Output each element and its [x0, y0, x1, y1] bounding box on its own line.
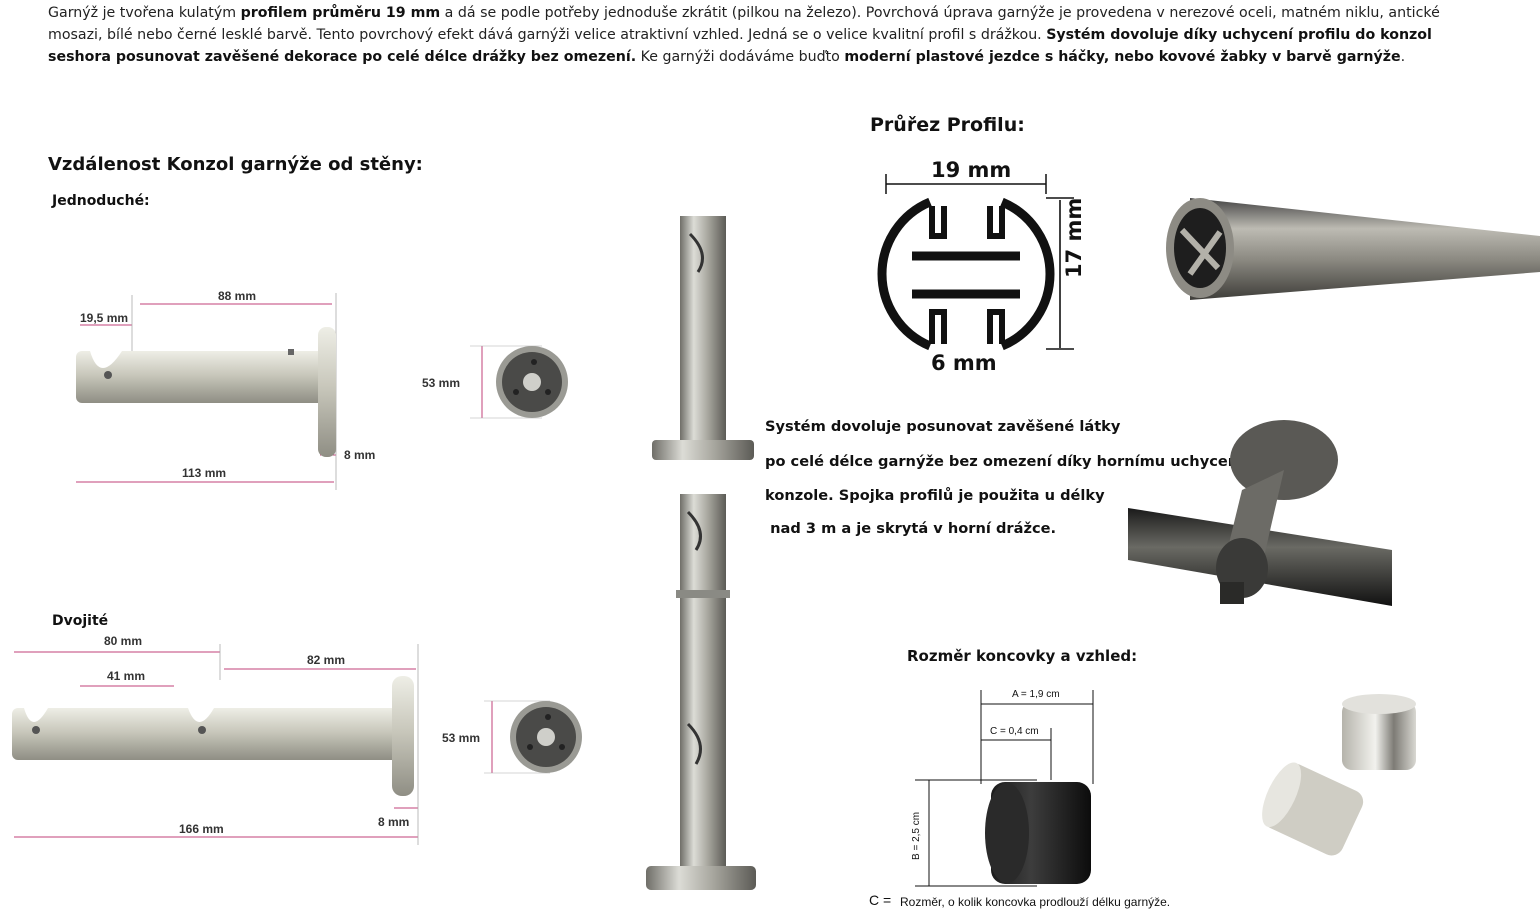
system-text-line-2: po celé délce garnýže bez omezení díky h… — [765, 453, 1244, 470]
double-dim-82: 82 mm — [307, 653, 346, 667]
single-dim-88: 88 mm — [218, 289, 257, 303]
intro-text-4: . — [1400, 49, 1406, 65]
double-dim-41: 41 mm — [107, 669, 146, 683]
rod-end-photo — [1166, 198, 1540, 300]
single-dim-8: 8 mm — [344, 448, 376, 462]
double-bracket-photo — [646, 494, 756, 890]
double-dim-80: 80 mm — [104, 634, 143, 648]
single-heading: Jednoduché: — [52, 193, 150, 209]
intro-text-3: Ke garnýži dodáváme buďto — [636, 49, 845, 65]
single-dim-113: 113 mm — [182, 466, 227, 480]
single-dim-19-5: 19,5 mm — [80, 311, 129, 325]
system-text-line-1: Systém dovoluje posunovat zavěšené látky — [765, 418, 1121, 435]
single-bracket-drawing — [76, 293, 337, 490]
single-base-plate — [470, 345, 568, 419]
endcap-dim-b: B = 2,5 cm — [911, 811, 922, 860]
intro-text-1: Garnýž je tvořena kulatým — [48, 5, 241, 21]
double-dim-166: 166 mm — [179, 822, 224, 836]
double-heading: Dvojité — [52, 613, 109, 629]
endcap-diagram — [915, 690, 1094, 887]
double-bracket-drawing — [12, 644, 419, 845]
double-dim-53: 53 mm — [442, 731, 481, 745]
profile-dim-17: 17 mm — [1062, 197, 1086, 278]
intro-paragraph: Garnýž je tvořena kulatým profilem průmě… — [48, 2, 1448, 68]
endcap-dim-c: C = 0,4 cm — [990, 726, 1039, 737]
profile-dim-19: 19 mm — [931, 158, 1012, 182]
single-bracket-photo — [652, 216, 754, 460]
profile-heading: Průřez Profilu: — [870, 114, 1025, 136]
endcap-note: Rozměr, o kolik koncovka prodlouží délku… — [900, 895, 1171, 909]
intro-bold-2: Systém dovoluje díky uchycení profilu do… — [48, 27, 1432, 65]
profile-dim-6: 6 mm — [931, 351, 997, 375]
intro-text-2: a dá se podle potřeby jednoduše zkrátit … — [48, 5, 1440, 43]
endcap-heading: Rozměr koncovky a vzhled: — [907, 647, 1138, 665]
intro-bold-3: moderní plastové jezdce s háčky, nebo ko… — [844, 49, 1401, 65]
endcap-c-letter: C = — [869, 892, 892, 908]
system-text-line-3: konzole. Spojka profilů je použita u dél… — [765, 487, 1105, 504]
single-dim-53: 53 mm — [422, 376, 461, 390]
profile-cross-section — [877, 174, 1074, 351]
intro-bold-1: profilem průměru 19 mm — [240, 5, 441, 21]
mounted-bracket-photo — [1128, 420, 1392, 606]
double-base-plate — [484, 700, 582, 774]
distance-heading: Vzdálenost Konzol garnýže od stěny: — [48, 154, 423, 175]
endcap-photos — [1262, 694, 1416, 856]
endcap-dim-a: A = 1,9 cm — [1012, 689, 1060, 700]
double-dim-8: 8 mm — [378, 815, 410, 829]
system-text-line-4: nad 3 m a je skrytá v horní drážce. — [765, 520, 1057, 537]
